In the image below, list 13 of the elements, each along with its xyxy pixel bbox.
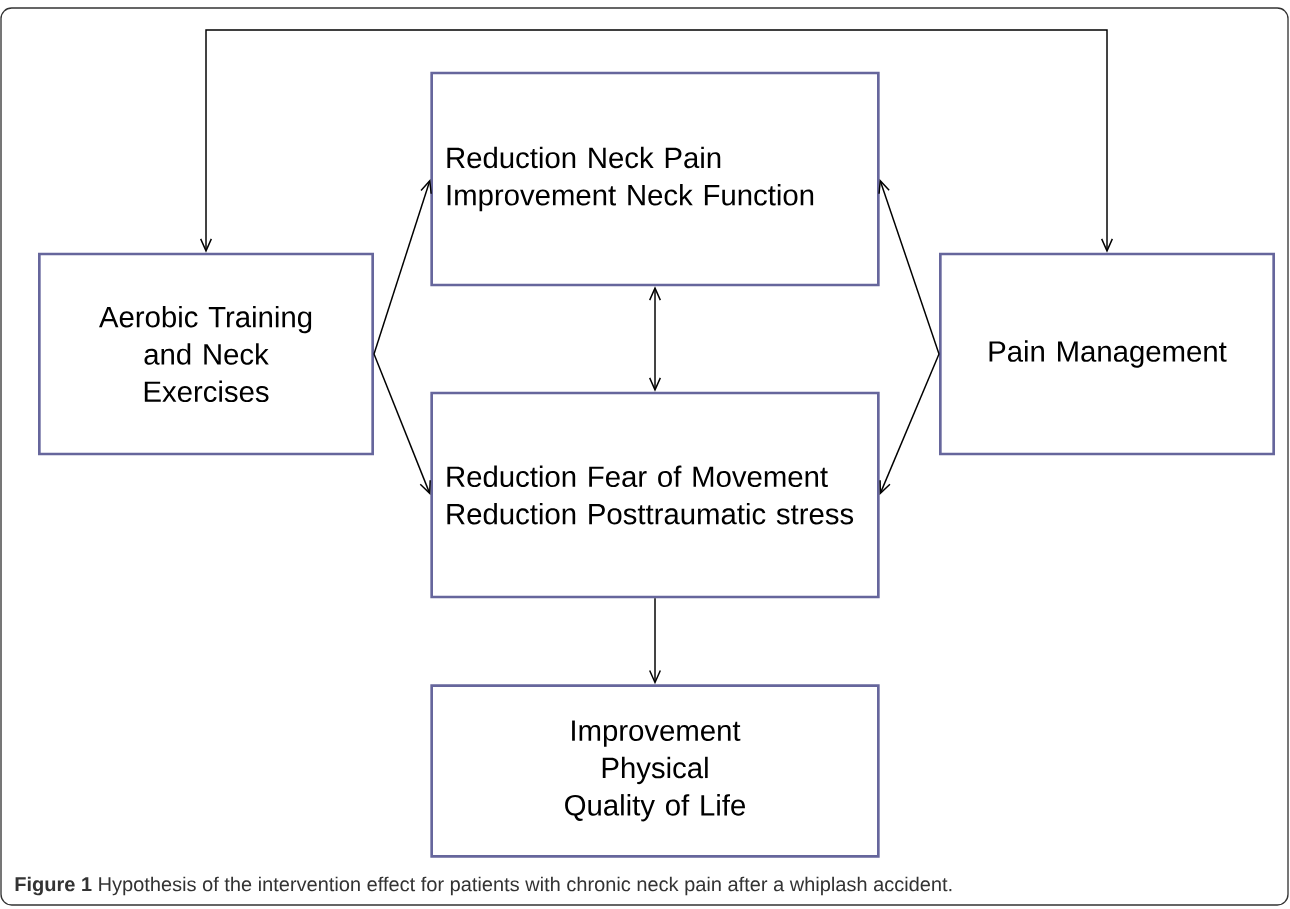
arrow [648,597,662,685]
arrow [648,286,662,392]
arrow [373,353,431,495]
text-box: Aerobic Training and Neck Exercises [38,252,374,456]
arrow [373,179,432,355]
arrow [879,353,940,495]
text-box: Reduction Neck Pain Improvement Neck Function [430,71,880,287]
arrow [878,179,940,355]
arrow [199,29,1114,253]
text-box: Pain Management [939,252,1275,456]
caption: Figure 1 Hypothesis of the intervention effect for patients with chronic neck pain after a whiplash accident. [15,876,952,896]
text-box: Reduction Fear of Movement Reduction Posttraumatic stress [430,391,880,599]
text-box: Improvement Physical Quality of Life [430,684,880,858]
